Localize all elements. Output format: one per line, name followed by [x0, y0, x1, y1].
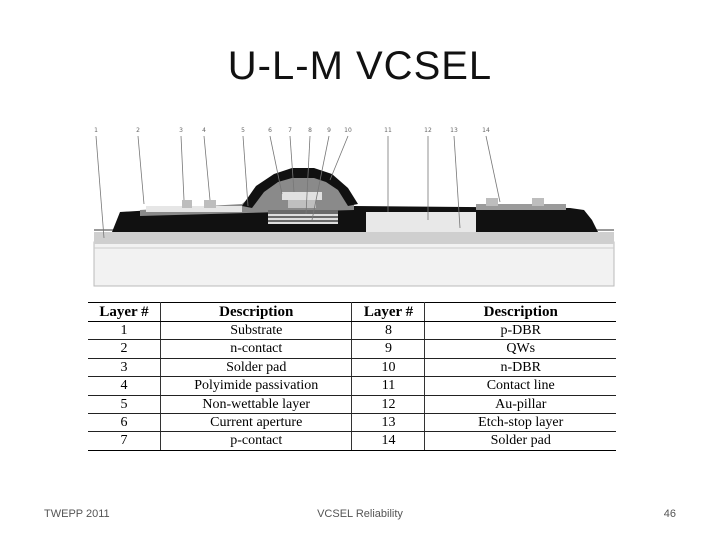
callout-6: 6 [268, 127, 272, 134]
table-row: 3 Solder pad 10 n-DBR [88, 358, 616, 378]
table-row: 4 Polyimide passivation 11 Contact line [88, 376, 616, 396]
substrate-layer [93, 241, 615, 287]
layer-description: Solder pad [424, 431, 616, 451]
callout-leaders [95, 135, 501, 239]
table-row: 5 Non-wettable layer 12 Au-pillar [88, 395, 616, 415]
table-header-row: Layer # Description Layer # Description [88, 302, 616, 322]
layer-description: Non-wettable layer [159, 395, 352, 415]
table-row: 6 Current aperture 13 Etch-stop layer [88, 413, 616, 433]
layer-description: Current aperture [159, 413, 352, 433]
left-solder-pad [146, 206, 242, 212]
callout-12: 12 [424, 127, 432, 134]
layer-number: 2 [88, 339, 161, 359]
page-number: 46 [663, 508, 676, 520]
layer-number: 3 [88, 358, 161, 378]
layer-number: 7 [88, 431, 161, 451]
contact-line [242, 168, 358, 208]
layer-number: 14 [351, 431, 425, 451]
layer-number: 12 [351, 395, 425, 415]
layer-number: 5 [88, 395, 161, 415]
layer-description: Solder pad [159, 358, 352, 378]
mesa-body [112, 194, 598, 232]
vcsel-cross-section-diagram: 1 2 3 4 5 6 7 8 9 10 11 12 13 14 [92, 120, 616, 288]
layer-number: 11 [351, 376, 425, 396]
cross-section-svg: 1 2 3 4 5 6 7 8 9 10 11 12 13 14 [93, 127, 615, 287]
callout-3: 3 [179, 127, 183, 134]
layer-number: 6 [88, 413, 161, 433]
layer-description: Substrate [159, 321, 352, 341]
footer-topic: VCSEL Reliability [317, 508, 403, 520]
callout-7: 7 [288, 127, 292, 134]
footer-event: TWEPP 2011 [44, 508, 110, 520]
table-row: 1 Substrate 8 p-DBR [88, 321, 616, 341]
layer-number: 4 [88, 376, 161, 396]
callout-10: 10 [344, 127, 352, 134]
right-solder-pad [476, 204, 566, 210]
callout-1: 1 [94, 127, 98, 134]
layer-number: 1 [88, 321, 161, 341]
callout-9: 9 [327, 127, 331, 134]
table-row: 7 p-contact 14 Solder pad [88, 431, 616, 451]
layer-description: Contact line [424, 376, 616, 396]
layer-description: QWs [424, 339, 616, 359]
layer-number: 9 [351, 339, 425, 359]
layer-description: Polyimide passivation [159, 376, 352, 396]
header-description-1: Description [159, 302, 352, 322]
n-dbr-region [366, 212, 476, 232]
callout-14: 14 [482, 127, 490, 134]
callout-8: 8 [308, 127, 312, 134]
callout-13: 13 [450, 127, 458, 134]
layer-description: n-DBR [424, 358, 616, 378]
layer-number: 13 [351, 413, 425, 433]
layer-description: Etch-stop layer [424, 413, 616, 433]
current-aperture [282, 192, 322, 200]
callout-4: 4 [202, 127, 206, 134]
layer-legend-table: Layer # Description Layer # Description … [88, 302, 616, 451]
callout-2: 2 [136, 127, 140, 134]
header-layer-1: Layer # [88, 302, 161, 322]
table-row: 2 n-contact 9 QWs [88, 339, 616, 359]
layer-description: p-contact [159, 431, 352, 451]
callout-11: 11 [384, 127, 392, 134]
layer-description: n-contact [159, 339, 352, 359]
layer-number: 10 [351, 358, 425, 378]
layer-description: p-DBR [424, 321, 616, 341]
header-layer-2: Layer # [351, 302, 425, 322]
callout-5: 5 [241, 127, 245, 134]
slide-title: U-L-M VCSEL [227, 44, 493, 88]
header-description-2: Description [424, 302, 616, 322]
layer-description: Au-pillar [424, 395, 616, 415]
base-strip [94, 232, 614, 244]
layer-number: 8 [351, 321, 425, 341]
callout-numbers: 1 2 3 4 5 6 7 8 9 10 11 12 13 14 [94, 127, 490, 134]
